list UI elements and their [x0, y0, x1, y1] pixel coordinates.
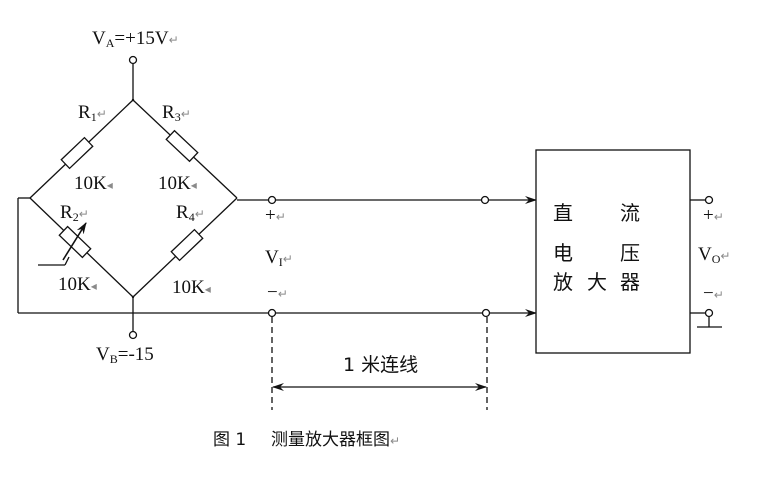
- r2-value-text: 10K: [58, 274, 91, 295]
- amplifier-box: [535, 149, 691, 354]
- input-plus-sign: +: [265, 205, 276, 226]
- amp-char-7: 器: [620, 270, 640, 294]
- input-minus-label: −↵: [267, 283, 288, 302]
- figure-title: 测量放大器框图: [271, 430, 391, 450]
- r4-name: R: [176, 202, 189, 223]
- va-symbol: V: [92, 28, 106, 49]
- r4-sub: 4: [188, 210, 195, 224]
- figure-caption: 图 1 测量放大器框图↵: [213, 432, 400, 449]
- output-plus-terminal: [704, 195, 714, 205]
- r1-value: 10K◂: [74, 174, 113, 193]
- output-plus-sign: +: [703, 205, 714, 226]
- va-terminal: [128, 55, 138, 65]
- return-mark: ↵: [180, 107, 191, 121]
- r3-name: R: [162, 102, 175, 123]
- vb-symbol: V: [96, 344, 110, 365]
- return-mark: ↵: [194, 207, 205, 221]
- return-mark: ↵: [282, 252, 293, 266]
- r1-name: R: [78, 102, 91, 123]
- r3-value-text: 10K: [158, 173, 191, 194]
- r1-value-text: 10K: [74, 173, 107, 194]
- return-mark: ↵: [390, 434, 401, 448]
- r3-value: 10K◂: [158, 174, 197, 193]
- input-plus-label: +↵: [265, 206, 286, 225]
- amp-char-1: 直: [553, 201, 573, 225]
- r2-value: 10K◂: [58, 275, 97, 294]
- input-minus-terminal: [267, 308, 277, 318]
- vb-terminal: [128, 330, 138, 340]
- return-mark: ↵: [96, 107, 107, 121]
- return-mark: ↵: [275, 210, 286, 224]
- vi-symbol: V: [265, 247, 279, 268]
- output-voltage-label: VO↵: [698, 245, 730, 265]
- output-plus-label: +↵: [703, 206, 724, 225]
- va-sub: A: [105, 36, 115, 50]
- amp-char-4: 压: [620, 241, 640, 265]
- r4-label: R4↵: [176, 203, 205, 223]
- vi-sub: I: [278, 255, 283, 269]
- node-bottom: [131, 295, 135, 299]
- r1-label: R1↵: [78, 103, 107, 123]
- r2-label: R2↵: [60, 203, 89, 223]
- supply-top-label: VA=+15V↵: [92, 29, 179, 49]
- vo-sub: O: [711, 252, 721, 266]
- r2-wiper-arrow: [62, 222, 87, 261]
- resistor-r1: [60, 136, 94, 170]
- node-top: [131, 98, 135, 102]
- r4-value: 10K◂: [172, 278, 211, 297]
- r3-sub: 3: [174, 110, 181, 124]
- va-value: =+15V: [114, 28, 169, 49]
- output-minus-sign: −: [703, 283, 714, 304]
- r2-wiper-lead2: [64, 256, 70, 266]
- amp-char-5: 放: [553, 270, 573, 294]
- return-mark: ↵: [713, 288, 724, 302]
- tab-mark: ◂: [190, 178, 197, 192]
- r1-sub: 1: [90, 110, 97, 124]
- tab-mark: ◂: [90, 279, 97, 293]
- resistor-r4: [170, 228, 204, 262]
- amp-char-3: 电: [553, 241, 573, 265]
- tab-mark: ◂: [204, 282, 211, 296]
- return-mark: ↵: [277, 287, 288, 301]
- amp-char-2: 流: [620, 201, 640, 225]
- cable-minus-terminal: [481, 308, 491, 318]
- cable-plus-terminal: [480, 195, 490, 205]
- r4-value-text: 10K: [172, 277, 205, 298]
- resistor-r3: [165, 129, 199, 163]
- vb-value: =-15: [117, 344, 154, 365]
- r3-label: R3↵: [162, 103, 191, 123]
- figure-number: 图 1: [213, 430, 247, 450]
- r2-name: R: [60, 202, 73, 223]
- input-voltage-label: VI↵: [265, 248, 293, 268]
- tab-mark: ◂: [106, 178, 113, 192]
- input-plus-terminal: [267, 195, 277, 205]
- vb-sub: B: [109, 352, 118, 366]
- return-mark: ↵: [168, 33, 179, 47]
- vo-symbol: V: [698, 244, 712, 265]
- amp-char-6: 大: [587, 270, 607, 294]
- input-minus-sign: −: [267, 282, 278, 303]
- r2-sub: 2: [72, 210, 79, 224]
- return-mark: ↵: [720, 249, 731, 263]
- return-mark: ↵: [713, 210, 724, 224]
- supply-bottom-label: VB=-15: [96, 345, 154, 365]
- output-minus-label: −↵: [703, 284, 724, 303]
- cable-length-label: 1 米连线: [343, 354, 419, 376]
- output-minus-terminal: [704, 308, 714, 318]
- return-mark: ↵: [78, 207, 89, 221]
